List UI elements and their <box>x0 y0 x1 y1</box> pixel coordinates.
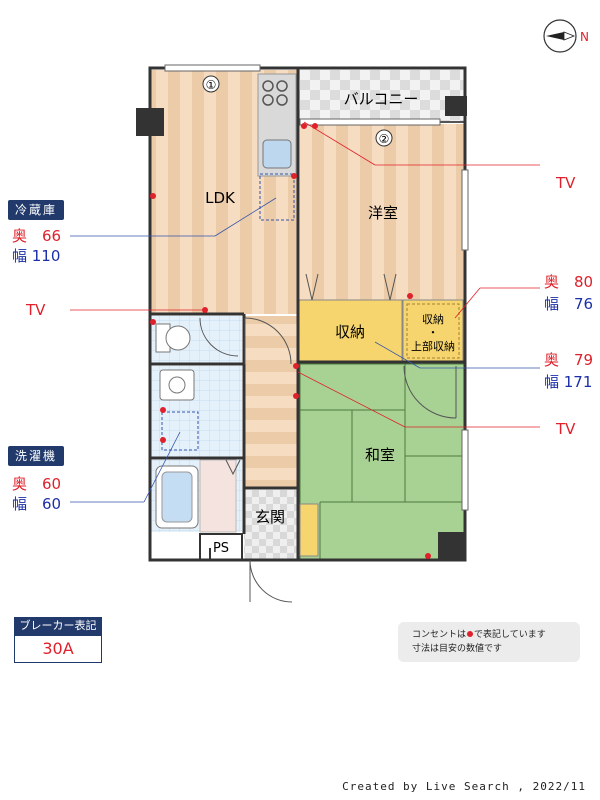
washer-width: 幅 60 <box>12 495 62 513</box>
tv-label-western: TV <box>556 174 576 192</box>
fridge-depth: 奥 66 <box>12 227 62 245</box>
legend-note: コンセントはで表記しています 寸法は目安の数値です <box>398 622 580 662</box>
kitchen-sink <box>262 139 292 169</box>
storage-small <box>402 299 464 363</box>
fridge-width: 幅 110 <box>12 247 61 265</box>
room-storage: 収納 <box>335 323 365 341</box>
marker-1: ① <box>206 78 217 92</box>
marker-2: ② <box>379 132 390 146</box>
storage-main-depth: 奥 79 <box>544 351 594 369</box>
pillar <box>438 532 466 560</box>
outlets <box>150 123 431 559</box>
breaker-title: ブレーカー表記 <box>14 617 102 635</box>
room-ps: PS <box>213 541 229 556</box>
tv-label-japanese: TV <box>556 420 576 438</box>
breaker-value: 30A <box>14 635 102 663</box>
balcony-floor <box>298 70 465 122</box>
room-western: 洋室 <box>368 204 398 222</box>
hallway <box>244 316 298 488</box>
svg-text:・: ・ <box>428 326 439 339</box>
note-line2: 寸法は目安の数値です <box>412 644 503 654</box>
washer-depth: 奥 60 <box>12 475 62 493</box>
room-balcony: バルコニー <box>344 90 419 108</box>
storage-main <box>298 299 403 363</box>
washer-tag: 洗濯機 <box>8 446 64 466</box>
outlet-dot-icon <box>467 631 474 637</box>
storage-small-width: 幅 76 <box>544 295 594 313</box>
western-floor <box>300 124 465 300</box>
japanese-room <box>300 364 465 560</box>
credit-text: Created by Live Search , 2022/11 <box>342 780 586 793</box>
fridge-tag: 冷蔵庫 <box>8 200 64 220</box>
room-ldk: LDK <box>205 189 236 207</box>
svg-text:上部収納: 上部収納 <box>411 339 455 353</box>
tv-leader-1 <box>303 121 376 166</box>
fridge-space <box>259 173 295 221</box>
storage-small-depth: 奥 80 <box>544 273 594 291</box>
pillar <box>445 96 467 116</box>
compass-icon <box>543 19 577 53</box>
room-storage-small: 収納 <box>422 313 444 326</box>
note-line1-a: コンセントは <box>412 630 467 640</box>
tv-leader-3 <box>297 371 406 428</box>
room-entrance: 玄関 <box>255 508 285 526</box>
washer-space <box>161 411 199 451</box>
compass-north: N <box>580 30 589 44</box>
tv-label-ldk: TV <box>26 301 46 319</box>
note-line1-b: で表記しています <box>474 630 546 640</box>
room-japanese: 和室 <box>365 446 395 464</box>
storage-main-width: 幅 171 <box>544 373 593 391</box>
pillar <box>136 108 164 136</box>
entrance-floor <box>244 490 298 560</box>
storage-leader <box>374 341 421 369</box>
